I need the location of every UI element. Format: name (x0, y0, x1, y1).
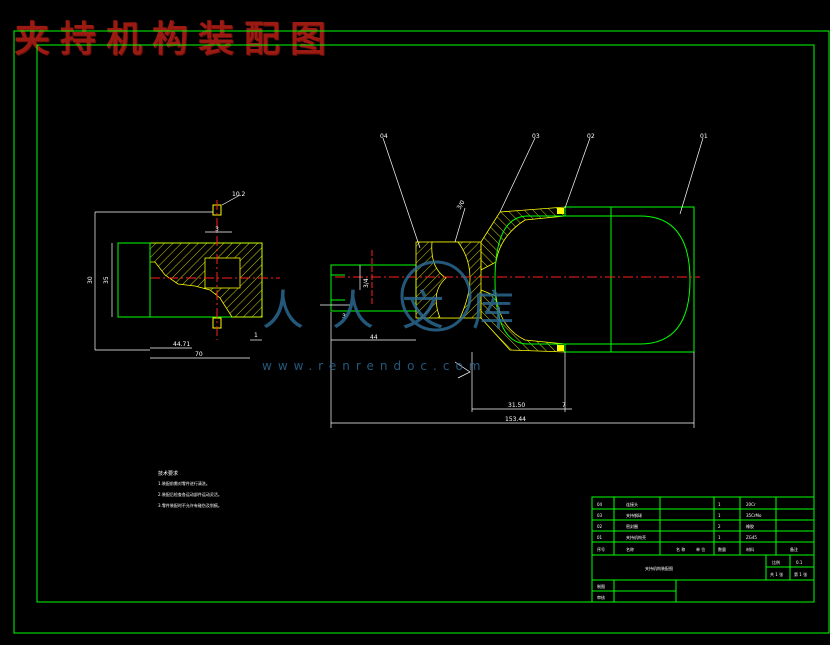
tech-requirements: 技术要求 1.装配前需对零件进行清洗。 2.装配后检查各运动部件运动灵活。 3.… (158, 470, 222, 508)
seal-bottom (564, 343, 612, 353)
bom-row-4-name: 夹持机构壳 (626, 534, 646, 540)
bom-row-3-name: 密封圈 (626, 523, 638, 529)
left-view: 3 35 30 44.71 70 1 10.2 (87, 191, 280, 359)
watermark: 人人文库 www.renrendoc.com (262, 260, 542, 373)
bom-header-name: 名称 (626, 546, 634, 552)
dim-main-31-50: 31.50 (508, 402, 525, 409)
bom-header-qty: 数量 (718, 546, 726, 552)
left-view-inner-bore (204, 257, 241, 289)
bom-header-no: 序号 (597, 546, 605, 552)
bom-row-1-material: 20Cr (746, 502, 756, 507)
title-block-drawn: 制图 (597, 583, 605, 589)
drawing-title: 夹持机构装配图 (14, 18, 337, 60)
watermark-logo-circle (400, 260, 472, 332)
title-block-sheet-label: 共 1 张 (770, 571, 783, 577)
balloon-01: 01 (700, 133, 708, 140)
dim-left-3: 3 (215, 226, 219, 233)
dim-left-70: 70 (195, 351, 203, 358)
tech-req-line-3: 3.零件装配时不允许有碰伤及划痕。 (158, 502, 222, 508)
watermark-logo-text: 人人文库 (262, 286, 542, 335)
dim-left-44: 44.71 (173, 341, 190, 348)
bom-row-2-qty: 1 (718, 513, 721, 518)
housing-outline (610, 206, 695, 353)
title-block: 04 连接头 1 20Cr 03 夹持钢球 1 35CrMo 02 密封圈 2 … (591, 496, 815, 603)
clamped-object-outline (494, 215, 691, 345)
balloon-02: 02 (587, 133, 595, 140)
dim-main-44: 44 (370, 334, 378, 341)
bom-header-extra-2: 单 位 (696, 546, 705, 552)
title-block-scale-value: 0.1 (796, 560, 803, 565)
bom-header-remark: 备注 (790, 546, 798, 552)
title-block-sheet-value: 第 1 张 (794, 571, 807, 577)
main-view: 04 03 02 01 3/0 3/4 44 3 31.50 7 153.44 (320, 133, 708, 428)
title-block-drawing-name: 夹持机构装配图 (645, 565, 673, 571)
bom-row-1-name: 连接头 (626, 501, 638, 507)
bom-row-1-qty: 1 (718, 502, 721, 507)
dim-main-153: 153.44 (505, 416, 526, 423)
dim-main-3: 3 (342, 313, 346, 320)
dim-left-30: 30 (87, 276, 94, 284)
seal-bottom-mark (557, 345, 564, 351)
outer-frame (13, 30, 830, 634)
bom-row-3-qty: 2 (718, 524, 721, 529)
bom-row-4-qty: 1 (718, 535, 721, 540)
balloon-03: 03 (532, 133, 540, 140)
bom-row-3-no: 02 (597, 524, 603, 529)
bom-row-2-no: 03 (597, 513, 603, 518)
bom-row-4-material: ZG45 (746, 535, 757, 540)
tech-req-line-1: 1.装配前需对零件进行清洗。 (158, 480, 210, 486)
dim-left-1: 1 (254, 332, 258, 339)
bom-header-material: 材料 (746, 546, 754, 552)
bom-header-extra-1: 名 称 (676, 546, 685, 552)
watermark-url: www.renrendoc.com (262, 359, 486, 373)
seal-top (564, 206, 612, 217)
left-view-flange (117, 242, 151, 318)
bom-row-4-no: 01 (597, 535, 603, 540)
seal-top-mark (557, 208, 564, 214)
clamp-shell-bottom (480, 289, 566, 353)
tech-req-line-2: 2.装配后检查各运动部件运动灵活。 (158, 491, 222, 497)
title-block-checked: 审核 (597, 594, 605, 600)
bom-row-2-name: 夹持钢球 (626, 512, 642, 518)
bom-row-1-no: 04 (597, 502, 603, 507)
balloon-3-0: 3/0 (456, 199, 467, 211)
dim-main-7: 7 (562, 402, 566, 409)
tech-req-heading: 技术要求 (158, 470, 178, 477)
dim-main-3-4: 3/4 (363, 278, 370, 288)
balloon-10-2: 10.2 (232, 191, 246, 198)
inner-frame (36, 44, 815, 603)
bom-row-2-material: 35CrMo (746, 513, 762, 518)
dim-left-35: 35 (103, 276, 110, 284)
balloon-04: 04 (380, 133, 388, 140)
title-block-scale-label: 比例 (772, 559, 780, 565)
bom-row-3-material: 橡胶 (746, 523, 754, 529)
